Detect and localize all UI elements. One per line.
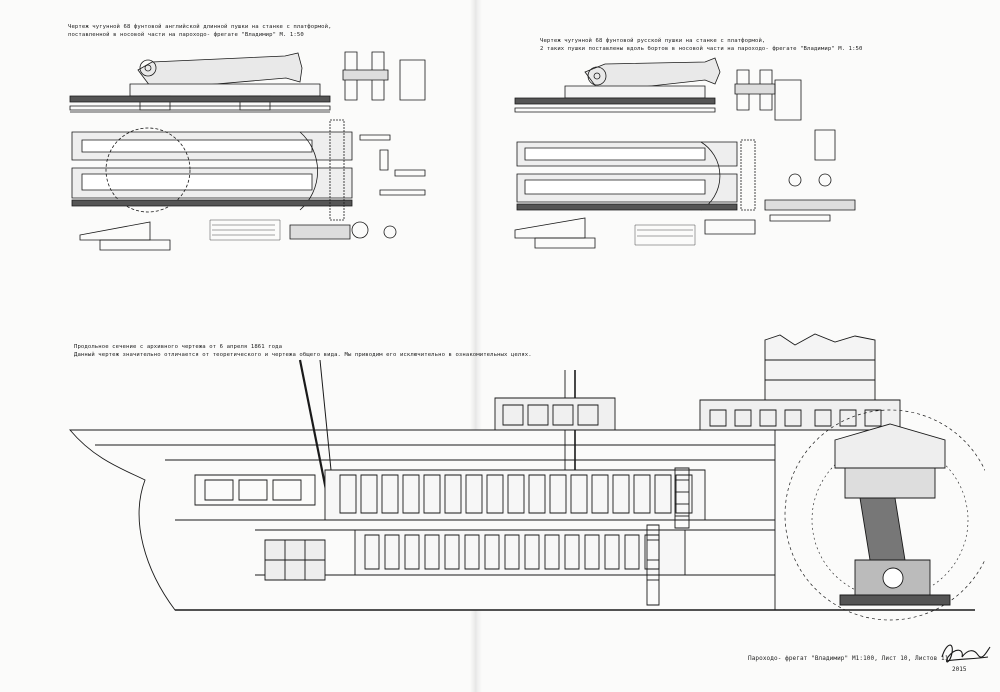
drawing-longitudinal-section bbox=[55, 320, 985, 625]
caption-english-gun-line-1: Чертеж чугунной 68 фунтовой английской д… bbox=[68, 24, 332, 30]
author-signature: 2015 bbox=[938, 635, 993, 673]
caption-section: Продольное сечение с архивного чертежа о… bbox=[74, 343, 532, 359]
sheet-title-block: Пароходо- фрегат "Владимир" М1:100, Лист… bbox=[748, 655, 949, 662]
caption-russian-gun-line-2: 2 таких пушки поставлены вдоль бортов в … bbox=[540, 46, 863, 53]
caption-english-gun-line-2: поставленной в носовой части на пароходо… bbox=[68, 32, 304, 39]
signature-year: 2015 bbox=[952, 666, 967, 673]
drawing-russian-gun bbox=[505, 50, 865, 265]
caption-russian-gun-line-1: Чертеж чугунной 68 фунтовой русской пушк… bbox=[540, 38, 766, 44]
caption-russian-gun: Чертеж чугунной 68 фунтовой русской пушк… bbox=[540, 37, 863, 53]
caption-section-line-2: Данный чертеж значительно отличается от … bbox=[74, 352, 532, 359]
caption-section-line-1: Продольное сечение с архивного чертежа о… bbox=[74, 344, 283, 350]
caption-english-gun: Чертеж чугунной 68 фунтовой английской д… bbox=[68, 23, 332, 39]
drawing-english-gun bbox=[60, 40, 460, 270]
